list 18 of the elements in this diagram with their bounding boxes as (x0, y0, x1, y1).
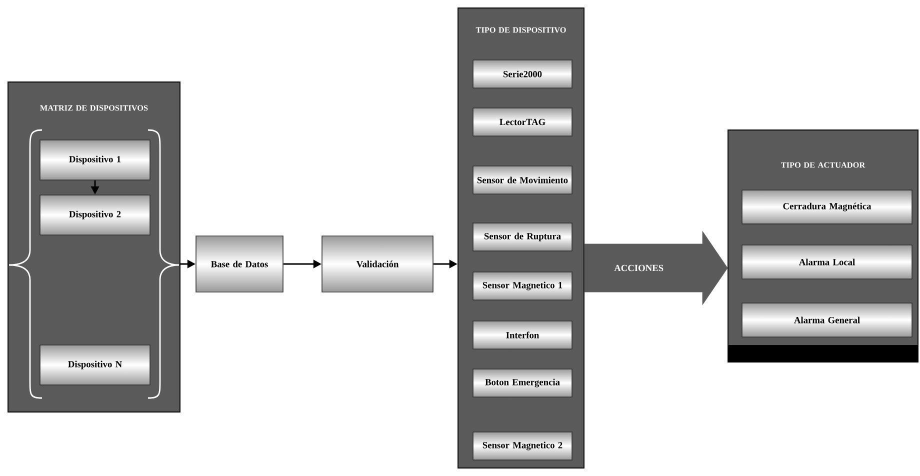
process-box: Validación (322, 236, 434, 292)
process-box: Sensor de Ruptura (472, 222, 572, 252)
process-box: Sensor de Movimiento (472, 166, 572, 194)
process-box: Serie2000 (472, 60, 572, 88)
process-box: Boton Emergencia (472, 368, 572, 398)
edge-label: ACCIONES (612, 264, 665, 272)
process-box: Base de Datos (196, 236, 284, 292)
block-arrow (584, 231, 728, 305)
process-box: Cerradura Magnética (742, 190, 912, 224)
process-box: Dispositivo 1 (40, 140, 150, 180)
process-box: LectorTAG (472, 108, 572, 136)
process-box: Interfon (472, 320, 572, 350)
process-box: Sensor Magnetico 2 (472, 432, 572, 460)
process-box: Alarma General (742, 302, 912, 338)
process-box: Alarma Local (742, 244, 912, 280)
process-box: Dispositivo N (40, 344, 150, 386)
process-box: Sensor Magnetico 1 (472, 272, 572, 300)
process-box: Dispositivo 2 (40, 194, 150, 236)
